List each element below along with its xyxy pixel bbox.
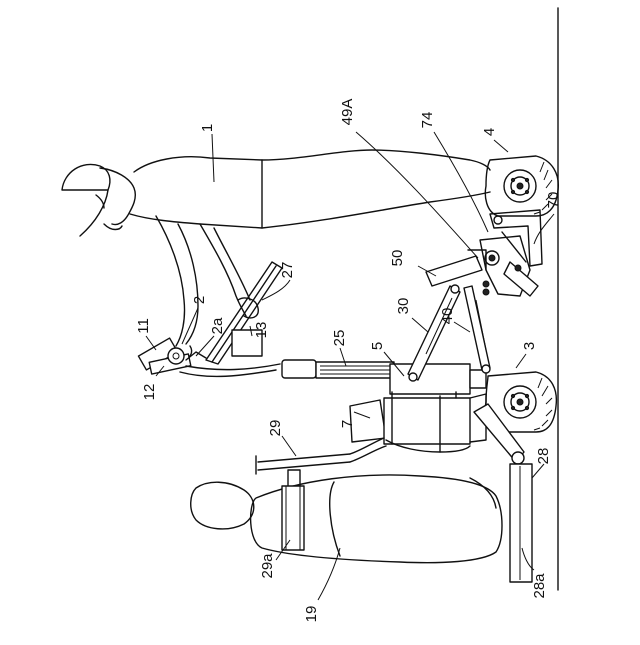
label-30: 30 [395, 298, 412, 315]
label-70: 70 [545, 192, 562, 209]
label-3: 3 [521, 342, 538, 350]
operator-figure [62, 150, 490, 360]
label-28: 28 [535, 448, 552, 465]
label-27: 27 [279, 262, 296, 279]
frame-bracket [426, 236, 538, 296]
golf-bag [191, 475, 502, 563]
label-19: 19 [303, 606, 320, 623]
label-74: 74 [419, 112, 436, 129]
label-12: 12 [141, 384, 158, 401]
main-shaft [282, 360, 486, 394]
label-13: 13 [253, 322, 270, 339]
bag-holder-arm [256, 438, 386, 534]
label-29a: 29a [259, 553, 276, 579]
label-28a: 28a [531, 573, 548, 599]
label-40: 40 [439, 308, 456, 325]
label-1: 1 [199, 124, 216, 132]
label-7: 7 [339, 420, 356, 428]
label-2: 2 [191, 296, 208, 304]
label-49A: 49A [339, 99, 356, 126]
label-2a: 2a [209, 317, 226, 334]
label-25: 25 [331, 330, 348, 347]
stand-leg [474, 404, 532, 582]
label-5: 5 [369, 342, 386, 350]
label-11: 11 [135, 318, 152, 334]
label-50: 50 [389, 250, 406, 267]
reference-numerals: 1 2 2a 11 12 13 27 25 5 30 40 50 49A 74 … [135, 99, 562, 623]
label-4: 4 [481, 128, 498, 136]
battery-unit [350, 392, 486, 452]
label-29: 29 [267, 420, 284, 437]
